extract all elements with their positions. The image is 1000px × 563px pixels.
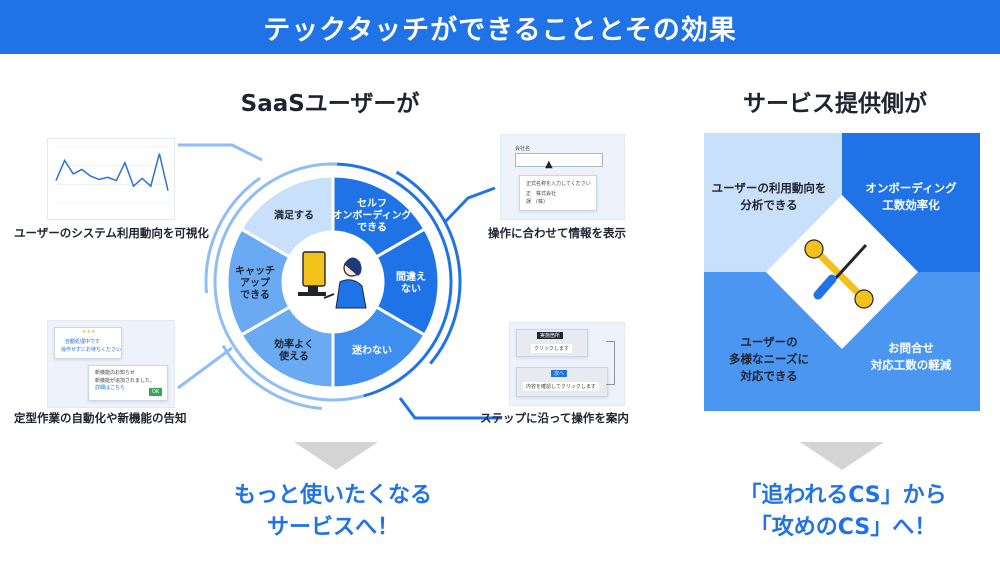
quadrant-label-analyze: ユーザーの利用動向を 分析できる [704,180,834,214]
connector-top-left [178,143,263,162]
outer-ring-arc [204,176,262,294]
notice-ok-button: OK [149,388,163,396]
user-side-heading: SaaSユーザーが [240,91,420,117]
wheel-segment-label: できる [240,289,270,301]
step-text-2: 内容を確認してクリックします [523,382,599,391]
step-text-1: クリックします [531,344,573,353]
quadrant-text: オンボーディング [865,181,957,195]
quadrant-label-inquiries: お問合せ 対応工数の軽減 [846,340,976,374]
user-outcome-line: もっと使いたくなる [233,483,432,508]
wheel-segment-label: 使える [278,350,309,363]
usage-chart-thumbnail [47,138,175,220]
tooltip-example-wrong: 誤 (株) [526,199,545,205]
provider-outcome: 「追われるCS」から 「攻めのCS」へ！ [700,480,986,544]
connector-bottom-left [177,346,233,390]
provider-outcome-line: 「追われるCS」から [739,483,947,508]
caption-step-guidance: ステップに沿って操作を案内 [480,411,629,425]
wheel-segment-label: キャッチ [235,265,275,277]
field-label: 会社名 [515,146,531,152]
step-card-1: 実施箇所 クリックします [516,329,588,357]
form-tooltip-thumbnail: 会社名 ▲ 正式名称を入力してください 正 株式会社 誤 (株) [500,134,625,220]
step-tag-1: 実施箇所 [537,332,564,339]
quadrant-text: お問合せ [888,341,934,355]
notice-body-2: 詳細はこちら [95,385,126,391]
down-arrow-left [294,442,378,470]
wheel-segment-label: 満足する [274,208,314,221]
chart-series-line [55,153,169,191]
step-connector [606,341,615,385]
notice-title: 新機能のお知らせ [95,370,135,376]
page-title: テックタッチができることとその効果 [263,14,737,46]
outer-ring-arc [328,162,453,398]
wheel-center [283,232,383,332]
usage-line-chart [55,146,169,204]
outer-ring-arc [395,170,462,365]
connector-top-right [443,186,496,224]
quadrant-label-onboarding: オンボーディング 工数効率化 [846,180,976,214]
wheel-segment-label: できる [357,221,387,233]
notice-body-1: 新機能が追加されました。 [95,378,156,384]
quadrant-text: 分析できる [740,198,798,212]
processing-dialog: ★★★ 自動処理中です 操作せずにお待ちください [54,327,122,359]
person-at-computer-icon [298,251,367,309]
step-tag-2: 次へ [551,370,568,377]
page-banner: テックタッチができることとその効果 [0,0,1000,54]
caption-automation-notice: 定型作業の自動化や新機能の告知 [14,411,187,425]
notification-thumbnail: ★★★ 自動処理中です 操作せずにお待ちください 新機能のお知らせ 新機能が追加… [47,320,175,408]
wrench-screwdriver-icon [804,239,874,309]
processing-line-2: 操作せずにお待ちください [61,347,122,353]
down-arrow-right [800,442,884,470]
provider-outcome-line: 「攻めのCS」へ！ [749,515,937,540]
outer-ring-arc [213,162,364,402]
wheel-segment-label: 効率よく [274,338,314,351]
wheel-segment-label: オンボーディング [332,208,411,221]
wheel-segment-label: 間違え [396,270,426,283]
caption-visualize-usage: ユーザーのシステム利用動向を可視化 [14,226,209,240]
step-card-2: 次へ 内容を確認してクリックします [516,367,608,397]
quadrant-text: 対応できる [740,369,798,383]
cursor-icon: ▲ [545,159,553,170]
wheel-segment-label: セルフ [357,197,387,209]
quadrant-text: ユーザーの利用動向を [711,181,827,195]
wheel-segment-label: アップ [240,276,271,289]
outer-ring-arc [221,344,323,411]
processing-line-1: 自動処理中です [65,339,101,345]
connector-bottom-right [398,397,502,420]
company-name-input [515,153,603,167]
provider-benefit-grid [704,133,980,411]
new-feature-card: 新機能のお知らせ 新機能が追加されました。 詳細はこちら OK [88,365,168,401]
quadrant-label-needs: ユーザーの 多様なニーズに 対応できる [704,334,834,385]
quadrant-text: 工数効率化 [882,198,940,212]
tooltip-text: 正式名称を入力してください [526,181,591,187]
caption-contextual-info: 操作に合わせて情報を表示 [488,226,626,240]
stars: ★★★ [82,329,96,335]
quadrant-text: 対応工数の軽減 [870,358,952,372]
quadrant-text: ユーザーの [740,335,798,349]
step-guide-thumbnail: 実施箇所 クリックします 次へ 内容を確認してクリックします [509,322,625,406]
quadrant-text: 多様なニーズに [729,352,809,366]
tooltip-example-correct: 正 株式会社 [526,191,557,197]
wheel-segment-label: ない [401,283,421,295]
wheel-segment-label: 迷わない [351,344,392,357]
user-outcome: もっと使いたくなる サービスへ！ [200,480,466,544]
provider-side-heading: サービス提供側が [743,91,927,117]
input-tooltip: 正式名称を入力してください 正 株式会社 誤 (株) [519,175,597,211]
user-outcome-line: サービスへ！ [266,515,399,540]
